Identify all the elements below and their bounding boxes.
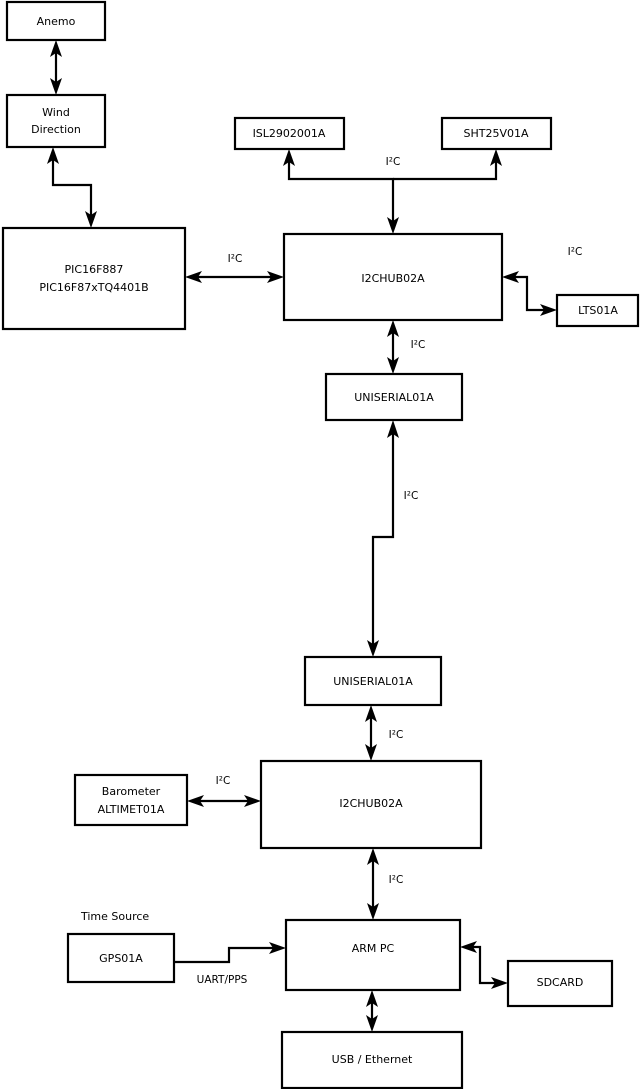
node-usb-ethernet-label: USB / Ethernet xyxy=(332,1053,413,1066)
node-sdcard-label: SDCARD xyxy=(537,976,584,989)
arrowhead-left xyxy=(185,271,202,283)
node-uniserial01a-upper[interactable]: UNISERIAL01A xyxy=(324,372,464,422)
arrowhead-down xyxy=(366,1015,378,1032)
edge-label-i2c-uniserial-hub2: I²C xyxy=(389,729,404,741)
node-usb-ethernet[interactable]: USB / Ethernet xyxy=(280,1030,464,1089)
connector-uniserial-link: I²C xyxy=(367,420,418,657)
node-uniserial01a-lower[interactable]: UNISERIAL01A xyxy=(303,655,443,707)
node-pic-box[interactable] xyxy=(1,226,187,331)
node-arm-pc-box[interactable] xyxy=(284,918,462,992)
edge-label-i2c-barometer-hub2: I²C xyxy=(216,775,231,787)
node-gps01a[interactable]: GPS01A xyxy=(66,932,176,984)
arrowhead-up xyxy=(365,705,377,722)
node-barometer-label-line2: ALTIMET01A xyxy=(98,803,165,816)
node-pic[interactable]: PIC16F887 PIC16F87xTQ4401B xyxy=(1,226,187,331)
arrowhead-up xyxy=(47,147,59,164)
node-lts01a-box[interactable] xyxy=(555,293,640,328)
arrowhead-right xyxy=(267,271,284,283)
node-gps01a-box[interactable] xyxy=(66,932,176,984)
node-isl2902001a-label: ISL2902001A xyxy=(253,127,326,140)
node-isl2902001a[interactable]: ISL2902001A xyxy=(233,116,346,151)
arrowhead-left xyxy=(187,795,204,807)
node-wind-direction-label-line2: Direction xyxy=(31,123,81,136)
arrowhead-right xyxy=(244,795,261,807)
edge-label-uart-pps: UART/PPS xyxy=(197,974,248,986)
node-i2chub02a-bottom-box[interactable] xyxy=(259,759,483,850)
node-gps01a-label: GPS01A xyxy=(99,952,143,965)
node-i2chub02a-top[interactable]: I2CHUB02A xyxy=(282,232,504,322)
connector-pic-hub: I²C xyxy=(185,253,284,283)
node-i2chub02a-bottom[interactable]: I2CHUB02A xyxy=(259,759,483,850)
node-anemo[interactable]: Anemo xyxy=(5,0,107,42)
node-sdcard-box[interactable] xyxy=(506,959,614,1008)
connector-hub-lts: I²C xyxy=(502,246,582,316)
node-sht25v01a-label: SHT25V01A xyxy=(463,127,528,140)
edge-label-i2c-hub-uniserial: I²C xyxy=(411,339,426,351)
arrowhead-left-armpc xyxy=(460,941,477,953)
node-barometer-label-line1: Barometer xyxy=(102,785,161,798)
node-sht25v01a-box[interactable] xyxy=(440,116,553,151)
label-time-source: Time Source xyxy=(80,910,149,923)
arrowhead-left-hub xyxy=(502,271,519,283)
node-barometer-box[interactable] xyxy=(73,773,189,827)
node-sht25v01a[interactable]: SHT25V01A xyxy=(440,116,553,151)
node-wind-direction-box[interactable] xyxy=(5,93,107,149)
node-wind-direction-label-line1: Wind xyxy=(42,106,70,119)
arrowhead-up-sht xyxy=(490,149,502,166)
node-i2chub02a-bottom-label: I2CHUB02A xyxy=(339,797,403,810)
arrowhead-right xyxy=(269,942,286,954)
node-barometer[interactable]: Barometer ALTIMET01A xyxy=(73,773,189,827)
edge-label-i2c-sensors-top: I²C xyxy=(386,156,401,168)
node-i2chub02a-top-label: I2CHUB02A xyxy=(361,272,425,285)
node-pic-label-line2: PIC16F87xTQ4401B xyxy=(39,281,148,294)
connector-wind-pic xyxy=(47,147,97,228)
arrowhead-up-isl xyxy=(283,149,295,166)
connector-barometer-hub2: I²C xyxy=(187,775,261,807)
node-uniserial01a-lower-label: UNISERIAL01A xyxy=(333,675,413,688)
connector-hub-uniserial-upper: I²C xyxy=(387,320,425,374)
edge-label-i2c-hub2-armpc: I²C xyxy=(389,874,404,886)
connector-hub-sensors: I²C xyxy=(283,149,502,234)
connector-armpc-usbeth xyxy=(366,990,378,1032)
node-lts01a[interactable]: LTS01A xyxy=(555,293,640,328)
arrowhead-up xyxy=(366,990,378,1007)
node-lts01a-label: LTS01A xyxy=(578,304,618,317)
arrowhead-right-lts xyxy=(540,304,557,316)
connector-hub2-armpc: I²C xyxy=(367,848,403,920)
node-uniserial01a-upper-box[interactable] xyxy=(324,372,464,422)
arrowhead-down xyxy=(367,640,379,657)
arrowhead-down xyxy=(387,357,399,374)
arrowhead-down xyxy=(365,744,377,761)
node-wind-direction[interactable]: Wind Direction xyxy=(5,93,107,149)
node-usb-ethernet-box[interactable] xyxy=(280,1030,464,1089)
connector-uniserial-hub2: I²C xyxy=(365,705,403,761)
arrowhead-down xyxy=(50,78,62,95)
node-isl2902001a-box[interactable] xyxy=(233,116,346,151)
connector-gps-armpc: UART/PPS xyxy=(174,942,286,986)
edge-label-i2c-pic-hub: I²C xyxy=(228,253,243,265)
node-arm-pc-label: ARM PC xyxy=(352,942,395,955)
node-uniserial01a-lower-box[interactable] xyxy=(303,655,443,707)
node-anemo-label: Anemo xyxy=(37,15,76,28)
arrowhead-down xyxy=(85,211,97,228)
node-pic-label-line1: PIC16F887 xyxy=(65,263,124,276)
arrowhead-up xyxy=(367,848,379,865)
edge-label-i2c-hub-lts: I²C xyxy=(568,246,583,258)
arrowhead-up xyxy=(50,40,62,57)
arrowhead-down xyxy=(367,903,379,920)
arrowhead-down-hub xyxy=(387,217,399,234)
node-arm-pc[interactable]: ARM PC xyxy=(284,918,462,992)
edge-label-i2c-uniserial-link: I²C xyxy=(404,490,419,502)
arrowhead-right-sdcard xyxy=(491,977,508,989)
arrowhead-up xyxy=(387,320,399,337)
connector-armpc-sdcard xyxy=(460,941,508,989)
node-sdcard[interactable]: SDCARD xyxy=(506,959,614,1008)
arrowhead-up xyxy=(387,420,399,438)
connector-anemo-wind xyxy=(50,40,62,95)
node-uniserial01a-upper-label: UNISERIAL01A xyxy=(354,391,434,404)
